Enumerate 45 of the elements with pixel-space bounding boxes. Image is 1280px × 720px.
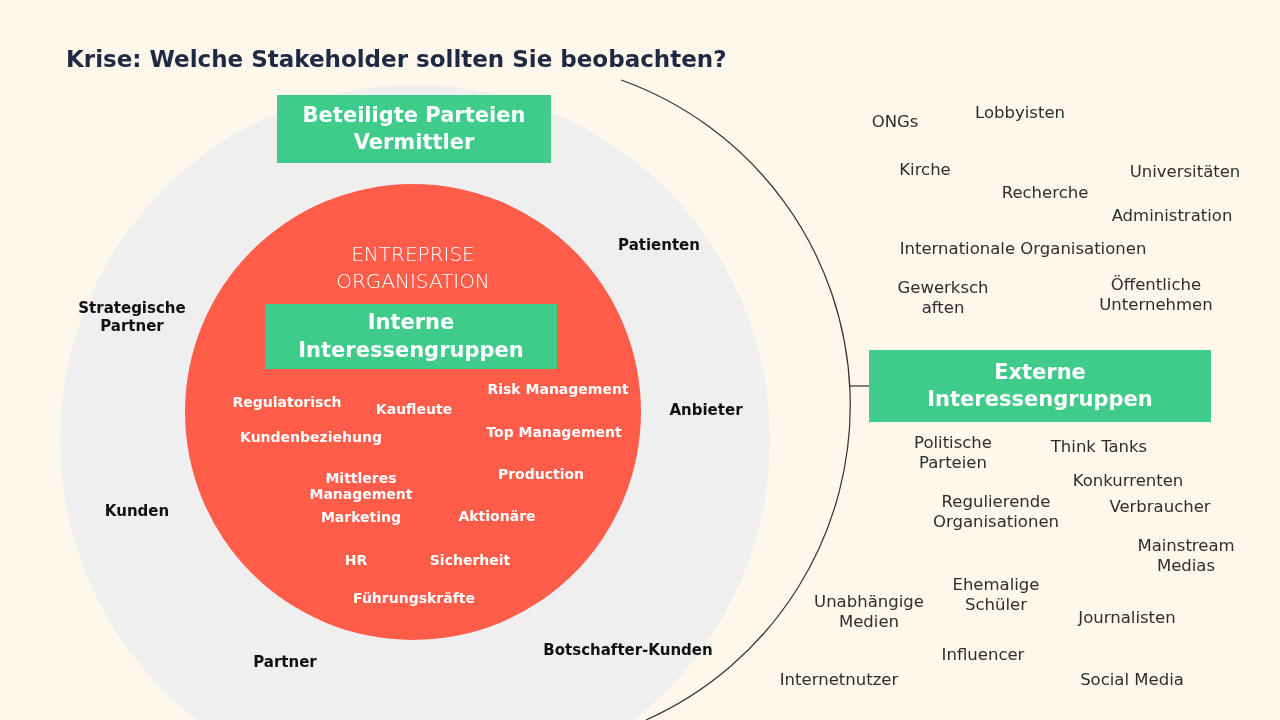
stakeholder-label: Botschafter-Kunden bbox=[543, 641, 713, 659]
stakeholder-label: Social Media bbox=[1080, 670, 1184, 690]
stakeholder-label: Think Tanks bbox=[1050, 437, 1148, 457]
organisation-label: ENTREPRISE ORGANISATION bbox=[335, 241, 491, 295]
stakeholder-label: Production bbox=[497, 466, 585, 482]
stakeholder-label: ONGs bbox=[871, 112, 919, 132]
diagram-title: Krise: Welche Stakeholder sollten Sie beobachten? bbox=[66, 46, 727, 72]
stakeholder-label: Öffentliche Unternehmen bbox=[1098, 275, 1214, 315]
stakeholder-label: Internationale Organisationen bbox=[899, 239, 1147, 259]
stakeholder-label: Kaufleute bbox=[375, 401, 453, 417]
group-heading: Beteiligte Parteien Vermittler bbox=[277, 95, 551, 163]
stakeholder-label: Risk Management bbox=[487, 381, 629, 397]
stakeholder-label: Sicherheit bbox=[429, 552, 511, 568]
stakeholder-label: Konkurrenten bbox=[1072, 471, 1184, 491]
stakeholder-label: Partner bbox=[253, 653, 317, 671]
stakeholder-label: Patienten bbox=[618, 236, 700, 254]
stakeholder-label: Verbraucher bbox=[1109, 497, 1211, 517]
stakeholder-label: HR bbox=[344, 552, 368, 568]
stakeholder-label: Regulatorisch bbox=[232, 394, 342, 410]
stakeholder-label: Politische Parteien bbox=[913, 433, 993, 473]
stakeholder-label: Universitäten bbox=[1129, 162, 1241, 182]
stakeholder-label: Regulierende Organisationen bbox=[932, 492, 1060, 532]
stakeholder-label: Top Management bbox=[486, 424, 622, 440]
stakeholder-label: Mainstream Medias bbox=[1136, 536, 1236, 576]
group-heading: Interne Interessengruppen bbox=[265, 304, 557, 369]
stakeholder-label: Kunden bbox=[104, 502, 170, 520]
stakeholder-label: Aktionäre bbox=[458, 508, 536, 524]
stakeholder-label: Unabhängige Medien bbox=[813, 592, 925, 632]
stakeholder-label: Influencer bbox=[941, 645, 1025, 665]
stakeholder-label: Strategische Partner bbox=[77, 299, 187, 335]
stakeholder-label: Ehemalige Schüler bbox=[951, 575, 1041, 615]
group-heading: Externe Interessengruppen bbox=[869, 350, 1211, 422]
stakeholder-label: Journalisten bbox=[1078, 608, 1176, 628]
stakeholder-label: Mittleres Management bbox=[308, 470, 414, 502]
stakeholder-label: Internetnutzer bbox=[779, 670, 899, 690]
stakeholder-label: Kirche bbox=[899, 160, 951, 180]
connector-line bbox=[849, 385, 870, 387]
stakeholder-label: Anbieter bbox=[669, 401, 743, 419]
stakeholder-label: Marketing bbox=[320, 509, 402, 525]
stakeholder-label: Administration bbox=[1111, 206, 1233, 226]
stakeholder-label: Führungskräfte bbox=[353, 590, 475, 606]
stakeholder-label: Recherche bbox=[1001, 183, 1089, 203]
stakeholder-label: Gewerksch aften bbox=[896, 278, 990, 318]
stakeholder-label: Lobbyisten bbox=[975, 103, 1065, 123]
stakeholder-label: Kundenbeziehung bbox=[240, 429, 382, 445]
